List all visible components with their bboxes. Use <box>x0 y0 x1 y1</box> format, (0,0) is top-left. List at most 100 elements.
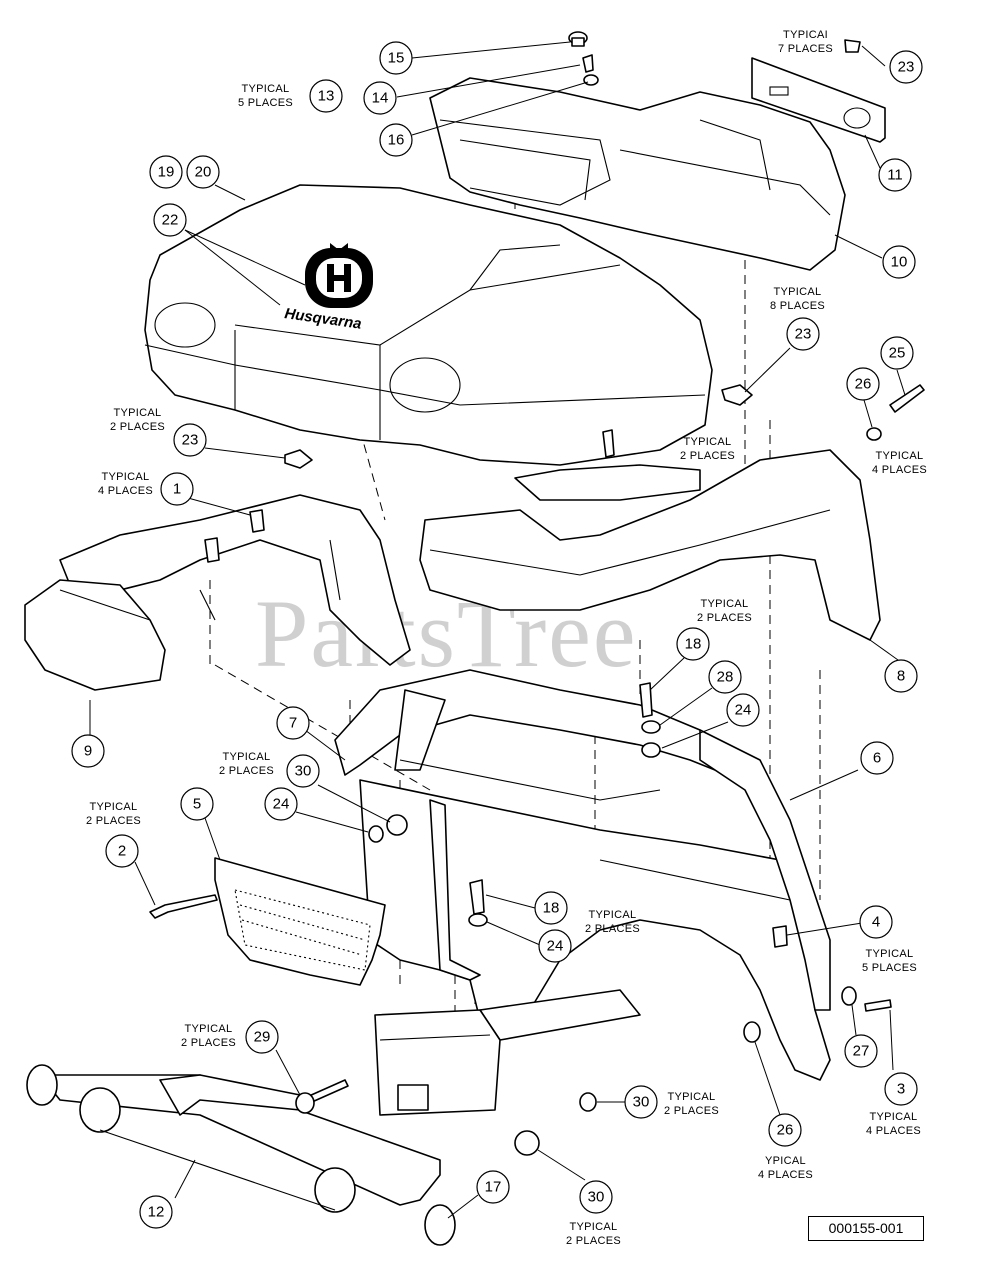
svg-text:7: 7 <box>289 715 297 732</box>
svg-text:23: 23 <box>182 432 199 449</box>
callout-24-lower: 24 <box>538 929 572 963</box>
svg-text:26: 26 <box>855 376 872 393</box>
note-typical-2-places-fender: TYPICAL 2 PLACES <box>680 436 735 462</box>
svg-text:20: 20 <box>195 164 212 181</box>
callout-8: 8 <box>884 659 918 693</box>
callout-17: 17 <box>476 1170 510 1204</box>
note-typical-4-places-bottom: YPICAL 4 PLACES <box>758 1155 813 1181</box>
part-5-grille <box>214 857 386 986</box>
svg-text:28: 28 <box>717 669 734 686</box>
callout-29: 29 <box>245 1020 279 1054</box>
svg-text:19: 19 <box>158 164 175 181</box>
callout-20: 20 <box>186 155 220 189</box>
note-typical-4-places-bottom-right: TYPICAL 4 PLACES <box>866 1111 921 1137</box>
note-typical-4-places-left: TYPICAL 4 PLACES <box>98 471 153 497</box>
callout-3: 3 <box>884 1072 918 1106</box>
callout-23-top: 23 <box>889 50 923 84</box>
svg-text:24: 24 <box>547 938 564 955</box>
callout-30-right: 30 <box>624 1085 658 1119</box>
svg-text:17: 17 <box>485 1179 502 1196</box>
note-typical-2-places-lower: TYPICAL 2 PLACES <box>664 1091 719 1117</box>
callout-26-bottom: 26 <box>768 1113 802 1147</box>
part-1-front-panel <box>24 494 411 691</box>
svg-text:3: 3 <box>897 1081 905 1098</box>
part-12-front-bumper <box>26 1064 456 1246</box>
note-typical-5-places-right: TYPICAL 5 PLACES <box>862 948 917 974</box>
note-typical-2-places-bottom: TYPICAL 2 PLACES <box>566 1221 621 1247</box>
part-6-chassis-frame <box>359 729 831 1116</box>
note-typical-2-places-frame: TYPICAL 2 PLACES <box>697 598 752 624</box>
callout-16: 16 <box>379 123 413 157</box>
svg-text:13: 13 <box>318 88 335 105</box>
svg-text:6: 6 <box>873 750 881 767</box>
callout-14: 14 <box>363 81 397 115</box>
svg-text:27: 27 <box>853 1043 870 1060</box>
svg-text:29: 29 <box>254 1029 271 1046</box>
husqvarna-logo-icon <box>305 243 373 308</box>
callout-23-left: 23 <box>173 423 207 457</box>
svg-text:10: 10 <box>891 254 908 271</box>
callout-27: 27 <box>844 1034 878 1068</box>
callout-12: 12 <box>139 1195 173 1229</box>
note-typical-4-places-right: TYPICAL 4 PLACES <box>872 450 927 476</box>
svg-text:18: 18 <box>543 900 560 917</box>
note-typical-2-places-chassis: TYPICAL 2 PLACES <box>585 909 640 935</box>
callout-15: 15 <box>379 41 413 75</box>
callout-30-bottom: 30 <box>579 1180 613 1214</box>
part-8-fender <box>419 449 881 641</box>
callout-6: 6 <box>860 741 894 775</box>
callout-7: 7 <box>276 706 310 740</box>
note-typical-5-places-top: TYPICAL 5 PLACES <box>238 83 293 109</box>
svg-text:22: 22 <box>162 212 179 229</box>
callout-2: 2 <box>105 834 139 868</box>
note-typical-2-places-hood: TYPICAL 2 PLACES <box>110 407 165 433</box>
svg-text:4: 4 <box>872 914 880 931</box>
note-typical-2-places-mid: TYPICAL 2 PLACES <box>219 751 274 777</box>
note-typical-2-places-bumper: TYPICAL 2 PLACES <box>181 1023 236 1049</box>
callout-25: 25 <box>880 336 914 370</box>
svg-text:24: 24 <box>735 702 752 719</box>
note-typical-7-places: TYPICAI 7 PLACES <box>778 29 833 55</box>
part-7-rear-frame <box>334 669 751 801</box>
svg-text:24: 24 <box>273 796 290 813</box>
callout-30-mid: 30 <box>286 754 320 788</box>
callout-9: 9 <box>71 734 105 768</box>
reference-code-box: 000155-001 <box>808 1216 924 1241</box>
callout-5: 5 <box>180 787 214 821</box>
hardware <box>149 31 925 1156</box>
callout-28: 28 <box>708 660 742 694</box>
svg-text:18: 18 <box>685 636 702 653</box>
note-typical-2-places-grille: TYPICAL 2 PLACES <box>86 801 141 827</box>
svg-text:2: 2 <box>118 843 126 860</box>
part-11-cover-plate <box>751 57 886 143</box>
callout-1: 1 <box>160 472 194 506</box>
callout-13: 13 <box>309 79 343 113</box>
svg-text:12: 12 <box>148 1204 165 1221</box>
svg-text:5: 5 <box>193 796 201 813</box>
callout-26-top: 26 <box>846 367 880 401</box>
callout-4: 4 <box>859 905 893 939</box>
svg-text:23: 23 <box>898 59 915 76</box>
svg-text:15: 15 <box>388 50 405 67</box>
svg-text:14: 14 <box>372 90 389 107</box>
svg-text:1: 1 <box>173 481 181 498</box>
svg-text:11: 11 <box>887 167 903 184</box>
callouts: 15 14 13 16 23 11 10 19 20 22 23 25 26 2… <box>71 41 923 1229</box>
svg-text:23: 23 <box>795 326 812 343</box>
callout-18-mid: 18 <box>534 891 568 925</box>
callout-24-mid: 24 <box>264 787 298 821</box>
note-typical-8-places: TYPICAL 8 PLACES <box>770 286 825 312</box>
callout-18-top: 18 <box>676 627 710 661</box>
svg-text:30: 30 <box>633 1094 650 1111</box>
part-10-dash-panel <box>429 77 846 271</box>
svg-text:16: 16 <box>388 132 405 149</box>
svg-text:9: 9 <box>84 743 92 760</box>
svg-text:30: 30 <box>588 1189 605 1206</box>
callout-11: 11 <box>878 158 912 192</box>
leader-lines <box>89 41 906 1219</box>
callout-19: 19 <box>149 155 183 189</box>
svg-text:26: 26 <box>777 1122 794 1139</box>
callout-10: 10 <box>882 245 916 279</box>
